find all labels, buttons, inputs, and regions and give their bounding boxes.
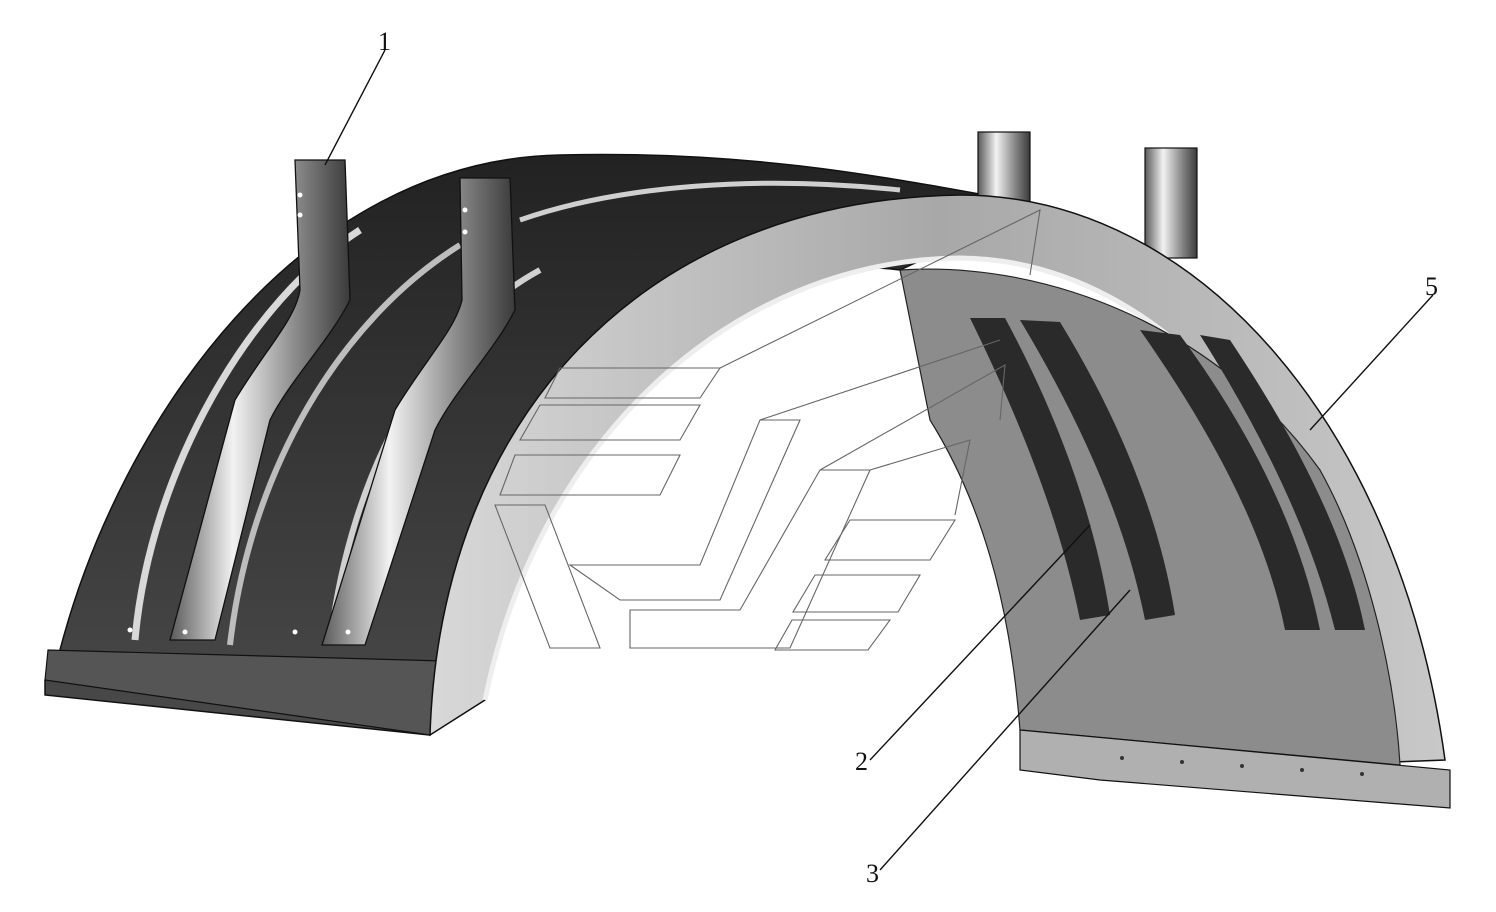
leader-3 [879,589,1131,871]
callout-2: 2 [855,747,868,776]
callout-labels: 1 2 3 5 [378,27,1438,888]
callout-5: 5 [1425,272,1438,301]
leader-5 [1309,294,1434,431]
leader-1 [324,49,386,166]
front-fender-arch [429,194,1451,809]
rear-fender-shell [44,153,1043,736]
right-mounting-pipes [977,131,1198,259]
leader-2 [869,524,1091,761]
leader-lines [324,49,1434,871]
callout-3: 3 [866,859,879,888]
exploded-bracket-outlines [494,209,1041,651]
callout-1: 1 [378,27,391,56]
left-mounting-brackets [127,159,516,646]
